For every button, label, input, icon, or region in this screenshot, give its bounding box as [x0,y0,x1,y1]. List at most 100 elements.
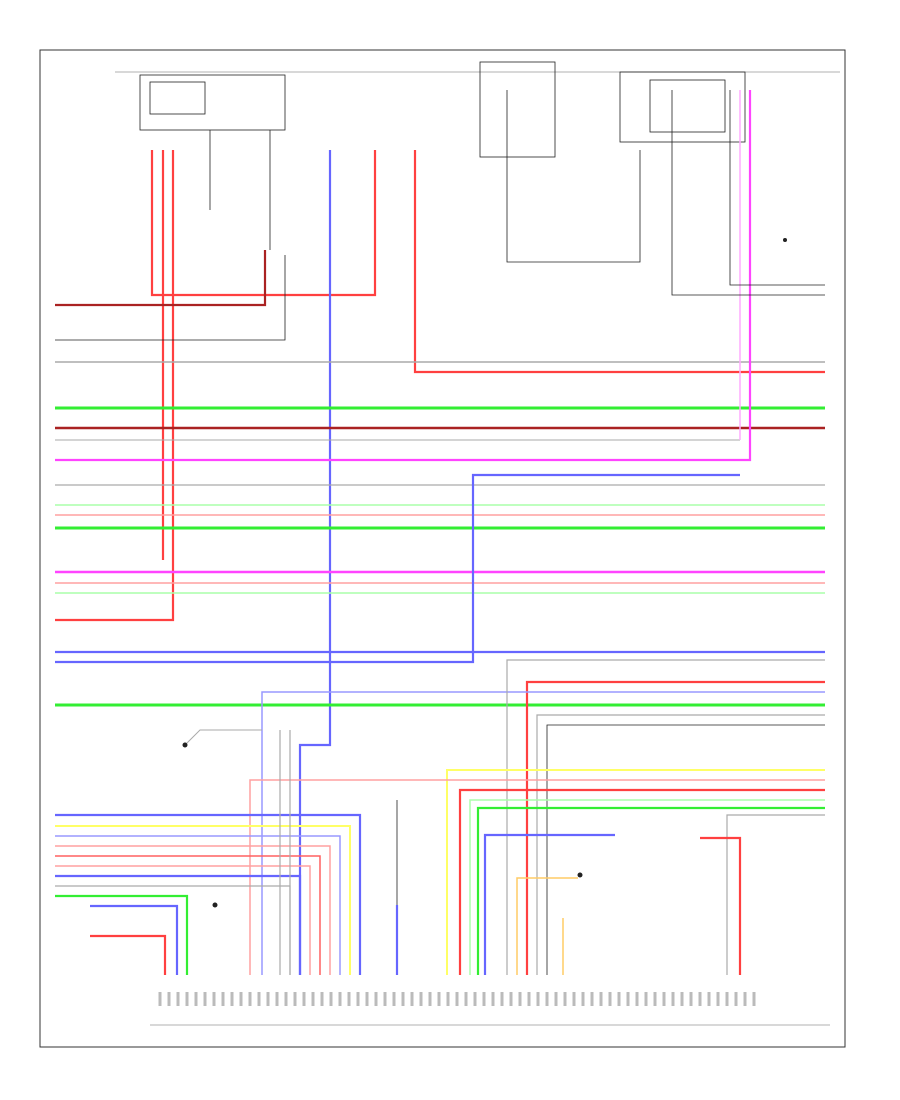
connector-pin [500,992,504,1006]
connector-pin [707,992,711,1006]
wire-lightblue-bl [55,835,341,975]
connector-pin [203,992,207,1006]
relay-inner-left [149,81,206,115]
transmission-switch-inner [649,79,726,133]
connector-pin [527,992,531,1006]
connector-pin [347,992,351,1006]
connector-pin [572,992,576,1006]
connector-pin [365,992,369,1006]
connector-pin [428,992,432,1006]
connector-pin [464,992,468,1006]
wire-blue-right [483,833,615,975]
connector-pin [194,992,198,1006]
connector-pin [392,992,396,1006]
connector-pin [743,992,747,1006]
connector-pin [509,992,513,1006]
wire-red-2 [55,150,175,622]
connector-pin [239,992,243,1006]
wire-blue-bl-1 [55,813,362,975]
connector-pin [689,992,693,1006]
wire-blue-vertical [298,150,332,975]
relay-box-left [139,74,286,131]
connector-pin [491,992,495,1006]
wire-yellow-right [446,769,825,975]
ground-symbol-left [182,742,188,748]
wire-green-bl [55,894,189,975]
wire-blue-bl-2 [55,874,302,975]
connector-pin [635,992,639,1006]
wire-red-fuse [413,150,825,374]
connector-pin [383,992,387,1006]
diagram-border [39,49,846,1048]
connector-pin [185,992,189,1006]
wire-pink-right [249,779,825,975]
connector-pin [446,992,450,1006]
connector-pins [158,992,756,1006]
wire-black-tr [671,90,825,296]
connector-pin [698,992,702,1006]
wire-red-right-2 [458,788,825,975]
wire-black-1 [55,255,286,341]
wire-gray-right-2 [536,714,825,975]
connector-pin [752,992,756,1006]
connector-pin [437,992,441,1006]
connector-pin [725,992,729,1006]
connector-pin [608,992,612,1006]
connector-pin [293,992,297,1006]
wire-gray-bl [55,885,291,975]
wire-magenta-1 [55,90,752,462]
wire-lightblue-right [261,691,825,975]
connector-pin [644,992,648,1006]
wire-black-right [546,724,825,975]
connector-pin [653,992,657,1006]
connector-pin [680,992,684,1006]
wire-pink-bl-2 [55,865,311,975]
wire-gray-right [506,659,825,975]
wire-lightgreen-right [469,799,825,975]
connector-pin [536,992,540,1006]
wire-yellow-bl [55,825,351,975]
connector-pin [338,992,342,1006]
connector-pin [590,992,594,1006]
connector-pin [266,992,270,1006]
connector-pin [671,992,675,1006]
sensor-symbol-right [577,872,583,878]
transmission-switch-box [619,71,746,143]
connector-pin [473,992,477,1006]
connector-pin [356,992,360,1006]
connector-pin [212,992,216,1006]
connector-pin [167,992,171,1006]
connector-pin [401,992,405,1006]
connector-pin [734,992,738,1006]
connector-pin [257,992,261,1006]
connector-pin [374,992,378,1006]
wire-red-right-1 [525,680,825,975]
wire-pink-bl [55,845,331,975]
ground-symbol-tr [783,238,787,242]
wire-red-right-3 [700,836,742,975]
wire-orange-right [516,877,578,975]
wire-darkred-top [55,250,267,307]
connector-pin [581,992,585,1006]
connector-pin [230,992,234,1006]
wire-gray-sensor [184,729,262,746]
ignition-switch-box [479,61,556,158]
connector-pin [662,992,666,1006]
connector-pin [284,992,288,1006]
connector-pin [554,992,558,1006]
connector-pin [617,992,621,1006]
wire-black-tr-2 [729,90,825,286]
wire-blue-3 [55,473,740,664]
wire-gray-right-3 [726,814,825,975]
connector-pin [320,992,324,1006]
connector-pin [311,992,315,1006]
wire-red-bl [55,855,321,975]
connector-pin [518,992,522,1006]
wire-red-1 [150,150,377,297]
connector-pin [275,992,279,1006]
connector-pin [410,992,414,1006]
connector-pin [221,992,225,1006]
connector-pin [716,992,720,1006]
connector-pin [455,992,459,1006]
